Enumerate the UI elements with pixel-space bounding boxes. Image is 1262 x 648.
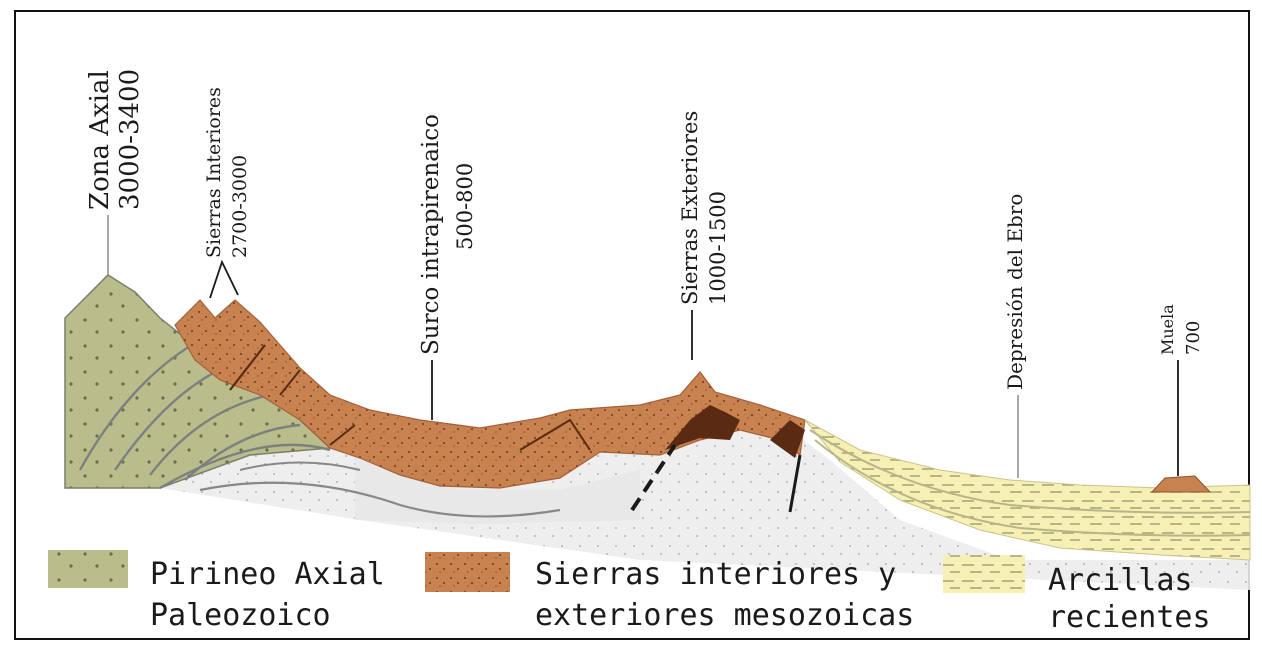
- legend-swatch-mesozoic: [425, 552, 510, 592]
- label-zona-axial-height: 3000-3400: [115, 69, 145, 210]
- label-surco-name: Surco intrapirenaico: [418, 114, 444, 355]
- label-sierras-interiores-height: 2700-3000: [229, 155, 251, 258]
- legend-mesozoic-line1: Sierras interiores y: [535, 557, 896, 592]
- label-zona-axial-name: Zona Axial: [85, 70, 115, 210]
- legend-swatch-paleozoic: [48, 550, 128, 588]
- legend-mesozoic-line2: exteriores mesozoicas: [535, 598, 914, 633]
- leader-line-sierras-interiores: [210, 262, 238, 298]
- legend-swatch-clays: [943, 555, 1025, 593]
- legend-clays-line2: recientes: [1048, 600, 1211, 635]
- label-surco-height: 500-800: [453, 163, 477, 250]
- muela-mesa: [1152, 476, 1210, 492]
- label-muela-name: Muela: [1158, 304, 1177, 355]
- label-muela-height: 700: [1183, 321, 1204, 355]
- label-sierras-exteriores-height: 1000-1500: [706, 191, 730, 305]
- label-depresion-name: Depresión del Ebro: [1003, 194, 1027, 390]
- legend-paleozoic-line1: Pirineo Axial: [150, 557, 385, 592]
- legend-clays-line1: Arcillas: [1048, 563, 1193, 598]
- label-sierras-exteriores-name: Sierras Exteriores: [678, 111, 702, 305]
- label-sierras-interiores-name: Sierras Interiores: [203, 87, 225, 258]
- legend-paleozoic-line2: Paleozoico: [150, 598, 331, 633]
